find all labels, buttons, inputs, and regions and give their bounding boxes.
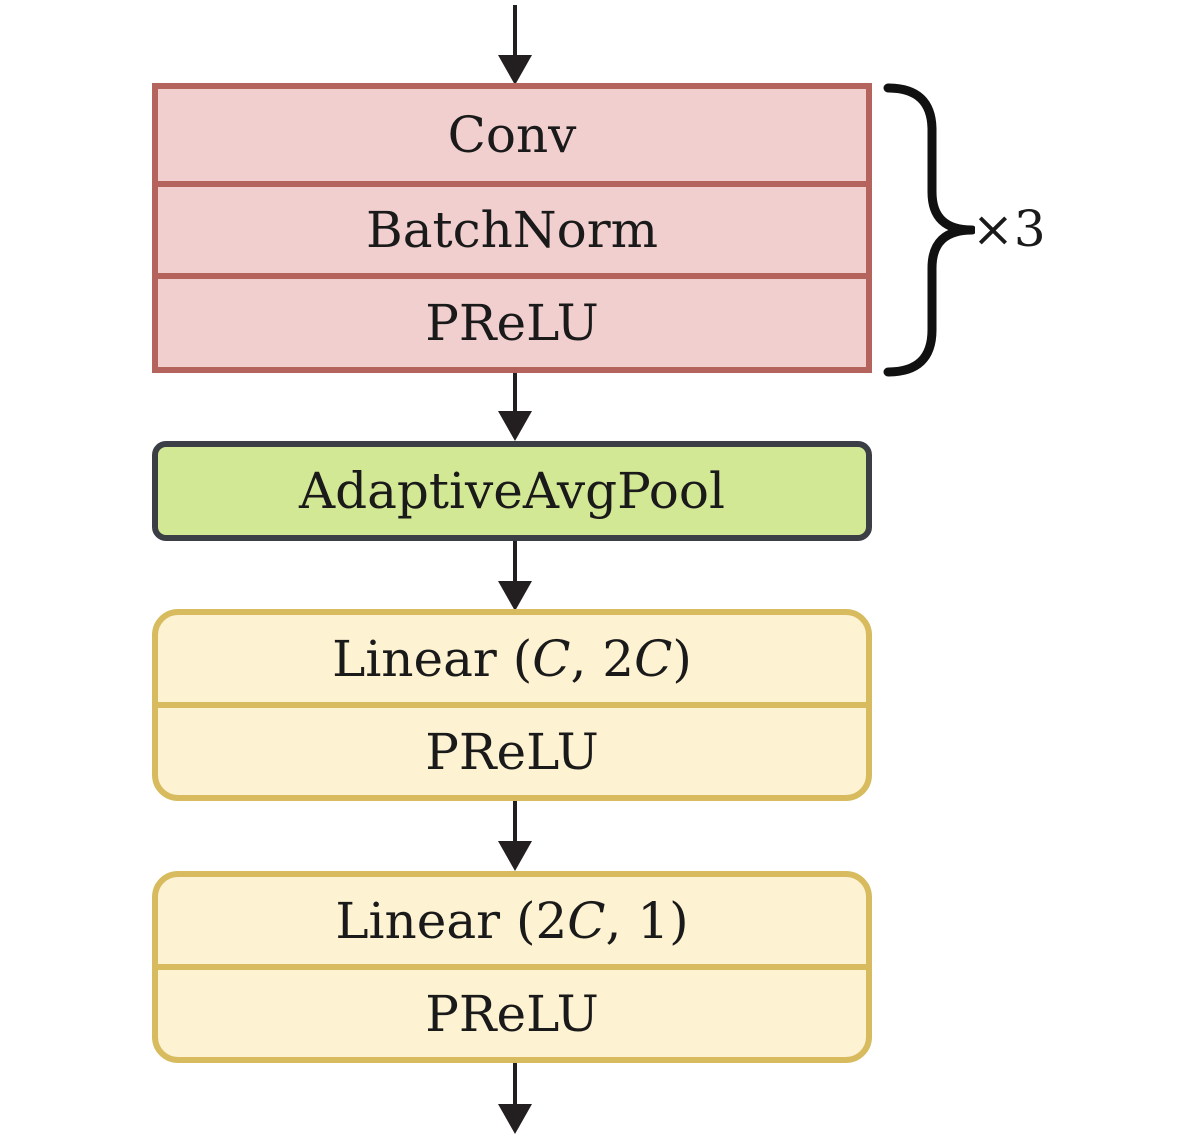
linear-layer-1-arg1: C — [532, 629, 571, 688]
linear-layer-1-arg2-var: C — [634, 629, 673, 688]
repeat-brace-path — [883, 83, 975, 377]
adaptive-avg-pool-block: AdaptiveAvgPool — [152, 441, 872, 541]
output-arrow-shaft — [513, 1063, 517, 1107]
linear-layer-2-arg1-var: C — [567, 891, 606, 950]
input-arrow-head — [498, 55, 532, 85]
linear-block-1-separator — [158, 702, 866, 708]
prelu-layer-1: PReLU — [158, 279, 866, 367]
batchnorm-layer-label: BatchNorm — [365, 201, 659, 259]
arrow-conv-to-pool-shaft — [513, 373, 517, 415]
repeat-brace — [883, 83, 975, 377]
linear-layer-2-arg1-coef: 2 — [535, 891, 568, 950]
linear-layer-1-arg2-coef: 2 — [602, 629, 635, 688]
linear-block-1: Linear (C, 2C) PReLU — [152, 609, 872, 801]
arrow-linear1-to-linear2-head — [498, 841, 532, 871]
output-arrow-head — [498, 1104, 532, 1134]
linear-layer-2-label: Linear (2C, 1) — [335, 891, 689, 950]
linear-layer-2-name: Linear — [335, 891, 501, 950]
input-arrow-shaft — [513, 5, 517, 57]
arrow-linear1-to-linear2-shaft — [513, 801, 517, 845]
arrow-pool-to-linear1-shaft — [513, 541, 517, 585]
prelu-layer-3: PReLU — [158, 970, 866, 1057]
conv-layer: Conv — [158, 89, 866, 181]
arrow-pool-to-linear1-head — [498, 581, 532, 611]
linear-layer-1-name: Linear — [332, 629, 497, 688]
arrow-conv-to-pool-head — [498, 411, 532, 441]
prelu-layer-2: PReLU — [158, 708, 866, 795]
conv-bn-prelu-block: Conv BatchNorm PReLU — [152, 83, 872, 373]
prelu-layer-3-label: PReLU — [425, 984, 599, 1043]
conv-separator-1 — [158, 181, 866, 187]
linear-layer-1: Linear (C, 2C) — [158, 615, 866, 702]
prelu-layer-2-label: PReLU — [425, 722, 599, 781]
linear-block-2: Linear (2C, 1) PReLU — [152, 871, 872, 1063]
prelu-layer-1-label: PReLU — [425, 294, 599, 352]
adaptive-avg-pool-label: AdaptiveAvgPool — [298, 462, 725, 520]
linear-layer-2: Linear (2C, 1) — [158, 877, 866, 964]
conv-layer-label: Conv — [447, 106, 577, 164]
linear-layer-1-label: Linear (C, 2C) — [332, 629, 692, 688]
conv-separator-2 — [158, 273, 866, 279]
batchnorm-layer: BatchNorm — [158, 187, 866, 273]
repeat-count-label: ×3 — [972, 200, 1046, 258]
linear-block-2-separator — [158, 964, 866, 970]
linear-layer-2-arg2: 1 — [637, 891, 670, 950]
